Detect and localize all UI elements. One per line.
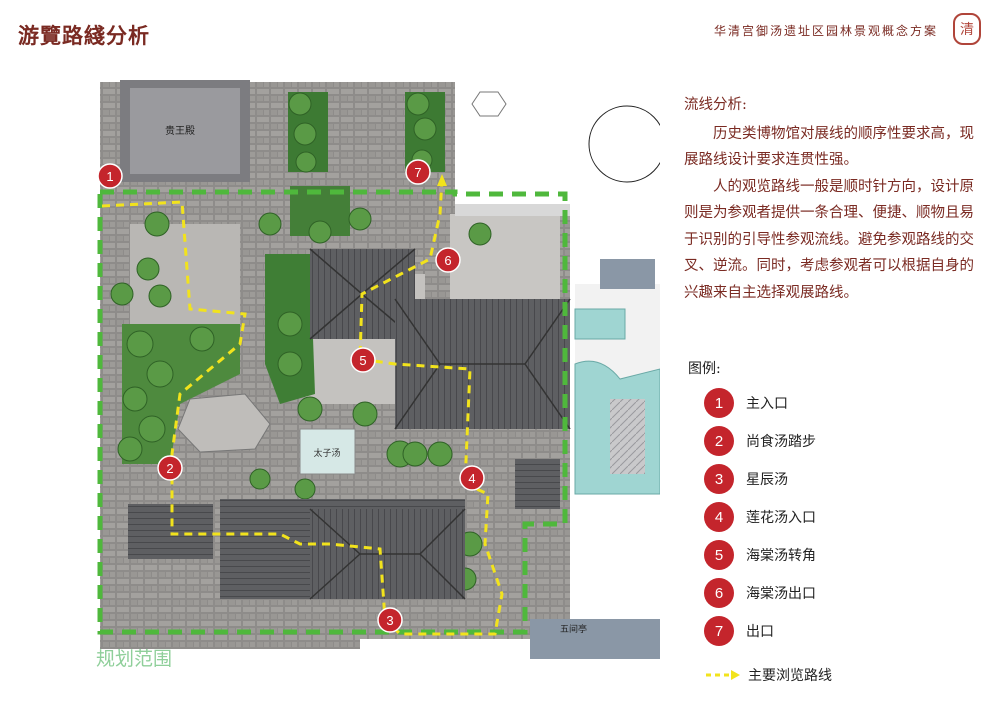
- flow-analysis: 流线分析: 历史类博物馆对展线的顺序性要求高，现展路线设计要求连贯性强。 人的观…: [684, 92, 974, 306]
- legend-marker: 7: [704, 616, 734, 646]
- legend-label: 星辰汤: [746, 472, 788, 488]
- building-east-small: [515, 459, 560, 509]
- legend-marker: 3: [704, 464, 734, 494]
- page-title: 游覽路綫分析: [18, 23, 150, 48]
- legend-item: 3 星辰汤: [704, 464, 788, 494]
- legend-marker: 1: [704, 388, 734, 418]
- legend-title: 图例:: [688, 361, 721, 377]
- east-pavilion: [610, 399, 645, 474]
- route-arrow-icon: [706, 670, 740, 680]
- legend-item-route: 主要浏览路线: [704, 660, 832, 690]
- building-lotus: [394, 298, 571, 430]
- legend-item: 5 海棠汤转角: [704, 540, 816, 570]
- building-south: [220, 499, 466, 600]
- stone-platform: [177, 393, 271, 453]
- legend-item: 2 尚食汤踏步: [704, 426, 816, 456]
- legend-label: 尚食汤踏步: [746, 434, 816, 450]
- five-room-pavilion: [530, 619, 660, 659]
- route-marker-number: 1: [106, 169, 113, 184]
- analysis-paragraph-1: 历史类博物馆对展线的顺序性要求高，现展路线设计要求连贯性强。: [684, 125, 974, 169]
- legend-marker: 2: [704, 426, 734, 456]
- analysis-paragraph-2: 人的观览路线一般是顺时针方向，设计原则是为参观者提供一条合理、便捷、顺物且易于识…: [684, 178, 974, 301]
- svg-text:太子汤: 太子汤: [313, 447, 340, 459]
- legend-marker: 4: [704, 502, 734, 532]
- analysis-heading: 流线分析:: [684, 97, 747, 113]
- building-west-long: [128, 504, 213, 559]
- route-marker-1: 1: [97, 163, 123, 189]
- legend-item: 7 出口: [704, 616, 774, 646]
- legend-marker: 5: [704, 540, 734, 570]
- route-marker-4: 4: [459, 465, 485, 491]
- east-plaza: [450, 214, 560, 304]
- route-marker-7: 7: [405, 159, 431, 185]
- route-marker-2: 2: [157, 455, 183, 481]
- seal-icon: 清: [953, 13, 981, 45]
- route-marker-number: 4: [468, 471, 475, 486]
- legend-label: 主入口: [746, 396, 788, 412]
- legend-marker: 6: [704, 578, 734, 608]
- east-roof: [600, 259, 655, 289]
- legend-label: 莲花汤入口: [746, 510, 816, 526]
- route-marker-number: 6: [444, 253, 451, 268]
- legend-label: 海棠汤转角: [746, 548, 816, 564]
- route-marker-number: 7: [414, 165, 421, 180]
- round-feature: [588, 105, 660, 183]
- route-marker-6: 6: [435, 247, 461, 273]
- legend-label: 主要浏览路线: [748, 668, 832, 684]
- route-marker-number: 2: [166, 461, 173, 476]
- svg-text:贵王殿: 贵王殿: [165, 124, 195, 137]
- route-marker-3: 3: [377, 607, 403, 633]
- legend-label: 出口: [746, 624, 774, 640]
- legend-item: 4 莲花汤入口: [704, 502, 816, 532]
- svg-text:五间亭: 五间亭: [560, 623, 587, 635]
- planning-boundary: [97, 189, 568, 635]
- legend-label: 海棠汤出口: [746, 586, 816, 602]
- project-name: 华清宫御汤遗址区园林景观概念方案: [713, 24, 938, 38]
- planning-range-label: 规划范围: [96, 649, 173, 670]
- legend-item: 6 海棠汤出口: [704, 578, 816, 608]
- route-markers: 1 2 3 4 5 6 7: [97, 159, 485, 633]
- legend-item: 1 主入口: [704, 388, 788, 418]
- hex-pavilion: [471, 91, 507, 117]
- svg-text:清: 清: [960, 22, 974, 38]
- route-marker-5: 5: [350, 347, 376, 373]
- pool-taizi: [299, 428, 356, 475]
- route-marker-number: 5: [359, 353, 366, 368]
- route-marker-number: 3: [386, 613, 393, 628]
- site-plan-map: 贵王殿 太子汤 五间亭 1 2 3 4 5 6 7: [97, 74, 660, 659]
